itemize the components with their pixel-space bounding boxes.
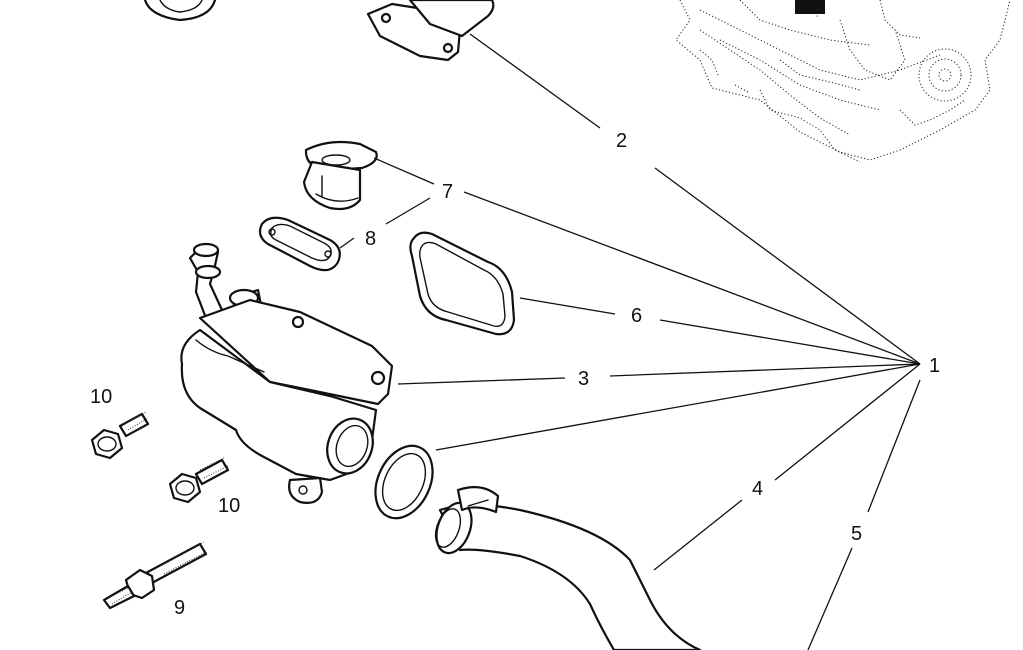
- bolt-10-upper: [90, 411, 151, 460]
- part-8-gasket: [258, 216, 341, 272]
- callout-6: 6: [631, 305, 642, 327]
- callout-4: 4: [752, 478, 763, 500]
- part-6-seal: [409, 231, 516, 336]
- callout-2: 2: [616, 130, 627, 152]
- callout-5: 5: [851, 523, 862, 545]
- top-left-cap-part: [143, 0, 217, 22]
- callout-7: 7: [442, 181, 453, 203]
- part-3-thermostat-housing: [180, 242, 394, 504]
- callout-10-lower: 10: [218, 495, 240, 517]
- bolt-9: [102, 541, 208, 610]
- part-4-coolant-pipe: [434, 485, 702, 650]
- callout-labels: 1 2 3 4 5 6 7 8 9 10 10: [90, 130, 940, 619]
- callout-3: 3: [578, 368, 589, 390]
- bolt-10-lower: [168, 457, 230, 504]
- leader-lines: [339, 33, 921, 650]
- engine-block-drawing: [675, 0, 1011, 163]
- part-7-thermostat: [302, 140, 378, 211]
- part-2-outlet-elbow: [366, 0, 495, 62]
- o-ring: [374, 444, 434, 520]
- callout-9: 9: [174, 597, 185, 619]
- callout-1: 1: [929, 355, 940, 377]
- callout-10-upper: 10: [90, 386, 112, 408]
- callout-8: 8: [365, 228, 376, 250]
